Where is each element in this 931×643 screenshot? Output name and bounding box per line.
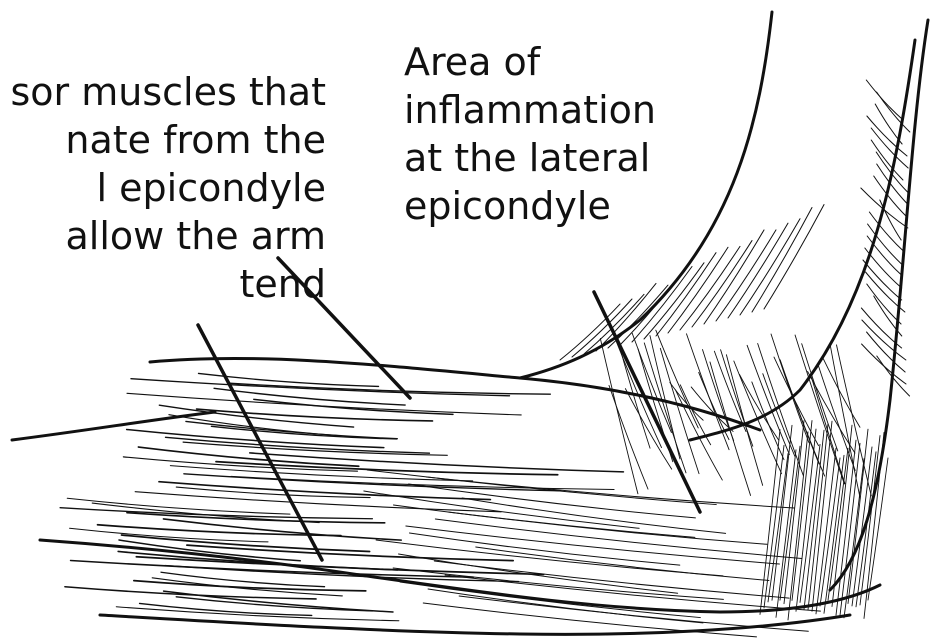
elbow-hatch-stroke	[780, 446, 800, 600]
muscle-fiber-stroke	[393, 568, 723, 599]
upper-arm-hatch-stroke	[632, 266, 692, 342]
muscle-fiber-stroke	[186, 421, 397, 438]
elbow-hatch-stroke	[600, 338, 638, 493]
upper-arm-hatch-stroke	[692, 241, 752, 327]
muscle-fiber-stroke	[428, 589, 703, 623]
upper-arm-hatch-stroke	[867, 332, 906, 372]
upper-arm-hatch-stroke	[644, 263, 704, 339]
elbow-cross-hatching	[600, 330, 888, 620]
upper-arm-hatch-stroke	[863, 260, 902, 300]
upper-arm-hatch-stroke	[880, 200, 901, 240]
elbow-hatch-stroke	[792, 421, 812, 601]
muscle-fiber-stroke	[127, 393, 521, 415]
muscle-fiber-stroke	[435, 519, 801, 558]
upper-arm-hatch-stroke	[752, 208, 812, 312]
upper-arm-hatch-stroke	[740, 219, 800, 315]
elbow-hatch-stroke	[795, 335, 844, 484]
muscle-fiber-stroke	[426, 477, 794, 508]
elbow-hatch-stroke	[699, 372, 729, 439]
upper-arm-hatch-stroke	[716, 230, 776, 321]
elbow-hatch-stroke	[656, 330, 698, 428]
muscle-fiber-stroke	[476, 547, 769, 581]
muscle-fiber-stroke	[406, 526, 780, 564]
elbow-hatch-stroke	[670, 382, 703, 420]
upper-arm-hatch-stroke	[680, 246, 740, 330]
elbow-hatch-stroke	[768, 454, 788, 602]
upper-arm-hatch-stroke	[764, 205, 824, 309]
elbow-hatch-stroke	[830, 344, 860, 498]
elbow-hatch-stroke	[804, 430, 824, 609]
muscle-fiber-stroke	[231, 476, 614, 489]
upper-arm-hatch-stroke	[862, 320, 906, 360]
elbow-hatch-stroke	[752, 382, 784, 460]
elbow-hatch-stroke	[800, 444, 820, 602]
elbow-hatch-stroke	[609, 385, 648, 489]
elbow-hatch-stroke	[812, 377, 845, 483]
elbow-hatch-stroke	[686, 334, 729, 450]
muscle-fiber-stroke	[60, 508, 372, 519]
upper-arm-hatch-stroke	[728, 223, 788, 318]
muscle-fiber-stroke	[176, 487, 370, 497]
leader-lines	[198, 258, 700, 560]
upper-arm-hatch-stroke	[866, 80, 903, 120]
muscle-fiber-stroke	[165, 437, 429, 453]
upper-arm-hatching	[560, 80, 910, 396]
extensor-leader-line-1	[278, 258, 410, 398]
upper-arm-hatch-stroke	[862, 344, 906, 384]
